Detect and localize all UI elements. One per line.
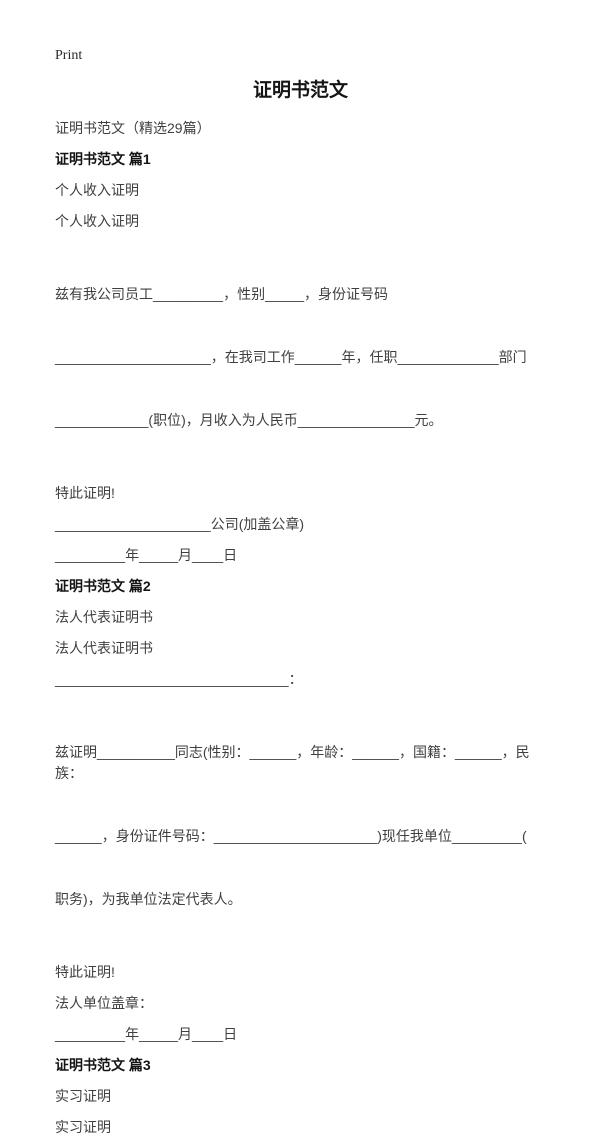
- paragraph-line: ______，身份证件号码：_____________________)现任我单…: [55, 828, 527, 844]
- paragraph-line: ____________(职位)，月收入为人民币_______________元…: [55, 412, 443, 428]
- paragraph-line: ____________________，在我司工作______年，任职____…: [55, 349, 527, 365]
- paragraph-line: 兹证明__________同志(性别：______，年龄：______，国籍：_…: [55, 744, 530, 781]
- date-line: _________年_____月____日: [55, 1026, 238, 1042]
- page-title: 证明书范文: [252, 80, 348, 101]
- paragraph: 个人收入证明: [55, 182, 139, 198]
- paragraph-line: 职务)，为我单位法定代表人。: [55, 891, 242, 907]
- document-intro: 证明书范文（精选29篇）: [55, 120, 211, 136]
- paragraph: 法人代表证明书: [55, 640, 153, 656]
- paragraph: 个人收入证明: [55, 213, 139, 229]
- section-heading-1: 证明书范文 篇1: [55, 151, 151, 167]
- seal-line: 法人单位盖章：: [55, 995, 153, 1011]
- section-heading-3: 证明书范文 篇3: [55, 1057, 151, 1073]
- section-heading-2: 证明书范文 篇2: [55, 578, 151, 594]
- paragraph: 特此证明!: [55, 964, 115, 980]
- signature-line: ____________________公司(加盖公章): [55, 516, 305, 532]
- paragraph: 兹有我公司员工_________，性别_____，身份证号码 _________…: [55, 242, 546, 473]
- print-button[interactable]: Print: [55, 48, 83, 63]
- addressee-blank-line: ______________________________：: [55, 671, 303, 687]
- paragraph: 兹证明__________同志(性别：______，年龄：______，国籍：_…: [55, 700, 546, 952]
- paragraph: 法人代表证明书: [55, 609, 153, 625]
- paragraph-line: 兹有我公司员工_________，性别_____，身份证号码: [55, 286, 389, 302]
- paragraph: 实习证明: [55, 1119, 111, 1135]
- paragraph: 特此证明!: [55, 485, 115, 501]
- date-line: _________年_____月____日: [55, 547, 238, 563]
- paragraph: 实习证明: [55, 1088, 111, 1104]
